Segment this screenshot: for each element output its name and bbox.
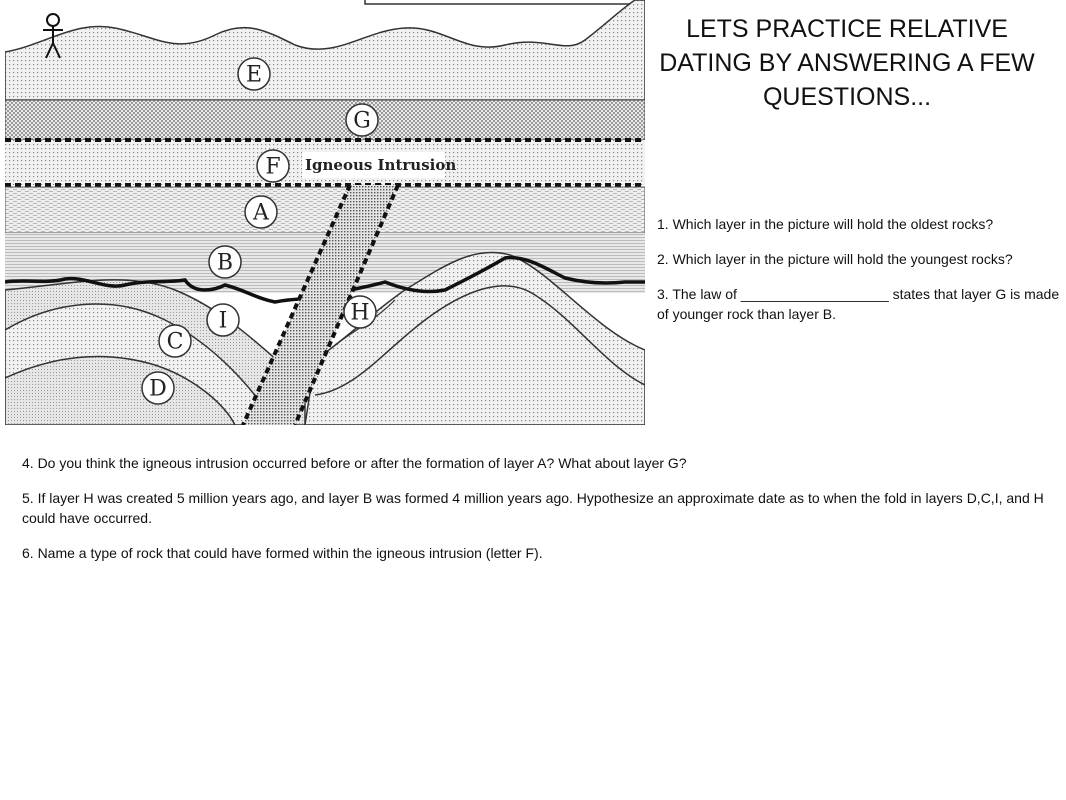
layer-a	[5, 186, 645, 234]
svg-text:A: A	[252, 201, 270, 226]
label-d: D	[141, 371, 175, 405]
label-b: B	[208, 245, 242, 279]
question-1: 1. Which layer in the picture will hold …	[657, 216, 994, 232]
page-title: LETS PRACTICE RELATIVE DATING BY ANSWERI…	[659, 15, 1035, 111]
question-4: 4. Do you think the igneous intrusion oc…	[22, 455, 687, 471]
question-2: 2. Which layer in the picture will hold …	[657, 251, 1013, 267]
svg-text:E: E	[246, 63, 262, 88]
questions-bottom: 4. Do you think the igneous intrusion oc…	[22, 453, 1062, 578]
svg-text:C: C	[167, 330, 184, 355]
layer-e	[5, 0, 645, 101]
svg-text:H: H	[350, 301, 369, 326]
top-box-outline	[364, 0, 630, 5]
label-f: F	[256, 149, 290, 183]
svg-text:D: D	[149, 377, 167, 402]
svg-text:B: B	[217, 251, 233, 276]
svg-text:G: G	[353, 109, 371, 134]
layer-d	[5, 355, 236, 425]
question-6: 6. Name a type of rock that could have f…	[22, 545, 543, 561]
igneous-intrusion-dike	[243, 185, 398, 425]
label-i: I	[206, 303, 240, 337]
label-e: E	[237, 57, 271, 91]
svg-text:F: F	[265, 155, 280, 180]
layer-g	[5, 99, 645, 141]
label-a: A	[244, 195, 278, 229]
question-5: 5. If layer H was created 5 million year…	[22, 490, 1044, 526]
rock-layers-diagram: Igneous Intrusion E G F A B I H C D	[5, 0, 645, 425]
label-c: C	[158, 324, 192, 358]
intrusion-label: Igneous Intrusion	[305, 156, 456, 174]
svg-text:I: I	[219, 309, 228, 334]
stick-figure	[43, 13, 63, 59]
questions-right: 1. Which layer in the picture will hold …	[657, 214, 1062, 339]
question-3: 3. The law of ___________________ states…	[657, 286, 1060, 322]
layer-h-inner	[314, 285, 645, 396]
label-g: G	[345, 103, 379, 137]
label-h: H	[343, 295, 377, 329]
